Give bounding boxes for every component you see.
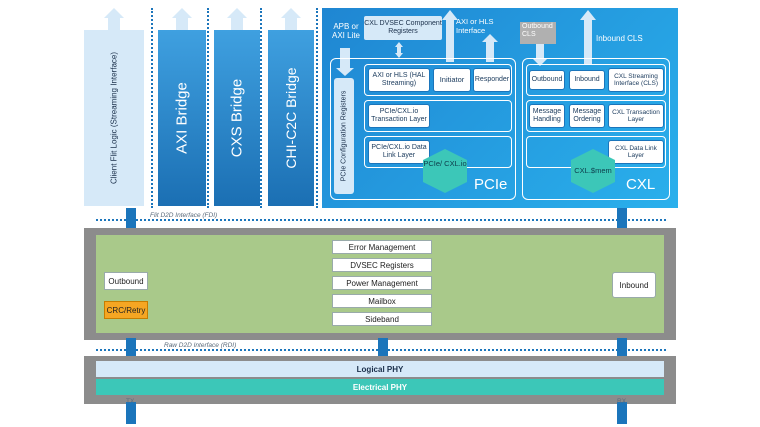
outbound-cls-label: Outbound CLS [520,22,556,44]
mailbox-box: Mailbox [332,294,432,308]
cxl-streaming-interface-box: CXL Streaming Interface (CLS) [608,68,664,92]
cxl-transaction-row [526,100,666,132]
pcie-configuration-registers-label: PCIe Configuration Registers [340,90,348,182]
pcie-transaction-row [364,100,512,132]
sideband-box: Sideband [332,312,432,326]
initiator-box: Initiator [433,68,471,92]
cxs-bridge-block: CXS Bridge [214,30,260,206]
fdi-connector [126,208,136,230]
logical-phy-box: Logical PHY [96,361,664,377]
up-arrow-icon [281,8,301,30]
message-handling-box: Message Handling [529,104,565,128]
cxl-data-link-layer-box: CXL Data Link Layer [608,140,664,164]
cxl-inbound-box: Inbound [569,70,605,90]
power-management-box: Power Management [332,276,432,290]
cxl-hexagon [571,149,615,193]
cxl-dvsec-registers: CXL DVSEC Component Registers [364,16,442,40]
responder-box: Responder [473,68,511,92]
pcie-streaming-row [364,64,512,96]
rdi-connector [378,338,388,358]
pcie-title: PCIe [474,176,508,193]
separator [207,8,209,208]
tx-label: TX [126,398,135,405]
up-arrow-icon [482,34,498,62]
cxl-transaction-layer-box: CXL Transaction Layer [608,104,664,128]
cxl-outbound-box: Outbound [529,70,565,90]
pcie-outline [330,58,516,200]
pcie-hexagon-label: PCIe/ CXL.io [423,159,467,168]
cxl-hexagon-label: CXL.$mem [574,166,612,175]
up-arrow-icon [227,8,247,30]
pcie-configuration-registers: PCIe Configuration Registers [334,78,354,194]
rdi-label: Raw D2D Interface (RDI) [164,342,237,349]
chi-c2c-bridge-block: CHI-C2C Bridge [268,30,314,206]
up-arrow-icon [172,8,192,30]
bidirectional-arrow-icon [395,42,403,58]
fdi-connector [617,208,627,230]
axi-hls-streaming-box: AXI or HLS (HAL Streaming) [368,68,430,92]
pcie-hexagon [423,149,467,193]
up-arrow-icon [104,8,124,30]
adapter-inbound-box: Inbound [612,272,656,298]
fdi-line [96,219,666,221]
electrical-phy-box: Electrical PHY [96,379,664,395]
rx-connector [617,402,627,424]
separator [316,8,318,208]
crc-retry-box: CRC/Retry [104,301,148,319]
separator [260,8,262,208]
error-management-box: Error Management [332,240,432,254]
down-arrow-icon [532,44,548,66]
axi-hls-interface-label: AXI or HLS Interface [456,17,494,35]
dvsec-registers-box: DVSEC Registers [332,258,432,272]
message-ordering-box: Message Ordering [569,104,605,128]
up-arrow-icon [580,10,596,64]
cxl-cls-row [526,64,666,96]
separator [151,8,153,208]
fdi-label: Flit D2D Interface (FDI) [150,212,218,219]
rdi-connector [617,338,627,358]
pcie-transaction-layer-box: PCIe/CXL.io Transaction Layer [368,104,430,128]
rx-label: RX [617,398,627,405]
client-flit-logic-block: Client Flit Logic (Streaming Interface) [84,30,144,206]
tx-connector [126,402,136,424]
inbound-cls-label: Inbound CLS [596,34,643,43]
cxl-outline [522,58,670,200]
down-arrow-icon [336,48,354,76]
pcie-data-link-layer-box: PCIe/CXL.io Data Link Layer [368,140,430,164]
apb-label: APB or AXI Lite [331,22,360,41]
axi-bridge-block: AXI Bridge [158,30,206,206]
up-arrow-icon [442,10,458,62]
cxl-title: CXL [626,176,656,193]
adapter-outbound-box: Outbound [104,272,148,290]
rdi-connector [126,338,136,358]
